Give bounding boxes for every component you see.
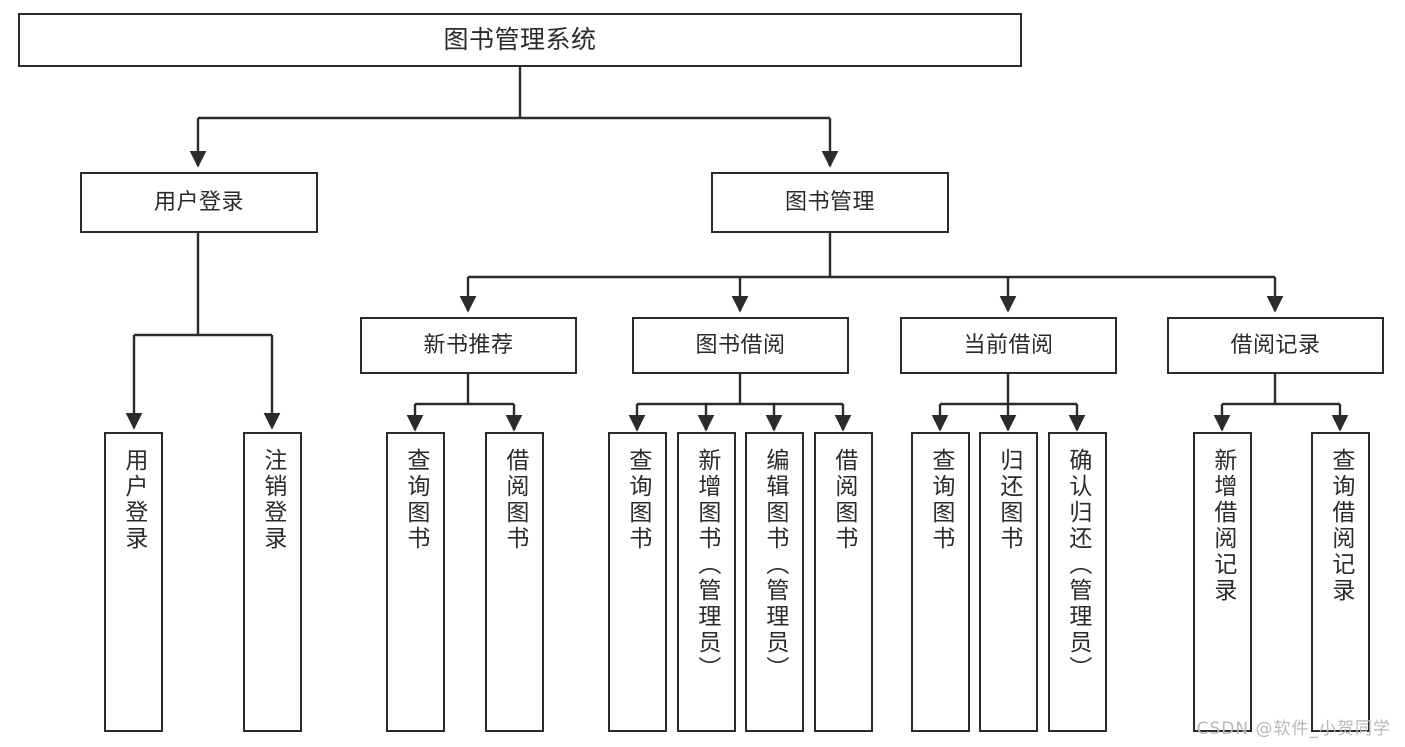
leaf-new-book-query[interactable]: 查询图书: [386, 432, 445, 732]
node-label: 查询借阅记录: [1327, 448, 1354, 604]
node-label: 图书管理: [784, 189, 875, 215]
node-label: 注销登录: [259, 448, 286, 552]
leaf-current-borrow-return[interactable]: 归还图书: [979, 432, 1038, 732]
node-label: 归还图书: [995, 448, 1022, 552]
leaf-book-borrow-borrow[interactable]: 借阅图书: [814, 432, 873, 732]
node-label: 当前借阅: [963, 332, 1054, 358]
node-book-management[interactable]: 图书管理: [711, 172, 949, 233]
leaf-borrow-record-query[interactable]: 查询借阅记录: [1311, 432, 1370, 732]
node-borrow-record[interactable]: 借阅记录: [1167, 317, 1384, 374]
node-label: 查询图书: [402, 448, 429, 552]
node-label: 借阅图书: [501, 448, 528, 552]
leaf-book-borrow-edit[interactable]: 编辑图书（管理员）: [745, 432, 804, 732]
leaf-current-borrow-query[interactable]: 查询图书: [911, 432, 970, 732]
node-label: 用户登录: [153, 189, 244, 215]
node-label: 编辑图书（管理员）: [761, 448, 788, 682]
leaf-new-book-borrow[interactable]: 借阅图书: [485, 432, 544, 732]
node-book-borrow[interactable]: 图书借阅: [632, 317, 849, 374]
node-user-login[interactable]: 用户登录: [80, 172, 318, 233]
leaf-user-login-login[interactable]: 用户登录: [104, 432, 163, 732]
node-label: 图书管理系统: [443, 25, 597, 55]
node-label: 图书借阅: [695, 332, 786, 358]
node-label: 新书推荐: [423, 332, 514, 358]
node-label: 借阅记录: [1230, 332, 1321, 358]
node-label: 新增借阅记录: [1209, 448, 1236, 604]
leaf-user-login-logout[interactable]: 注销登录: [243, 432, 302, 732]
node-label: 查询图书: [927, 448, 954, 552]
node-label: 确认归还（管理员）: [1064, 448, 1091, 682]
leaf-book-borrow-query[interactable]: 查询图书: [608, 432, 667, 732]
node-current-borrow[interactable]: 当前借阅: [900, 317, 1117, 374]
node-root-system[interactable]: 图书管理系统: [18, 13, 1022, 67]
node-label: 新增图书（管理员）: [693, 448, 720, 682]
leaf-borrow-record-add[interactable]: 新增借阅记录: [1193, 432, 1252, 732]
csdn-watermark: CSDN @软件_小贺同学: [1196, 719, 1391, 739]
leaf-book-borrow-add[interactable]: 新增图书（管理员）: [677, 432, 736, 732]
node-label: 查询图书: [624, 448, 651, 552]
node-new-book-recommend[interactable]: 新书推荐: [360, 317, 577, 374]
node-label: 用户登录: [120, 448, 147, 552]
leaf-current-borrow-confirm-return[interactable]: 确认归还（管理员）: [1048, 432, 1107, 732]
node-label: 借阅图书: [830, 448, 857, 552]
